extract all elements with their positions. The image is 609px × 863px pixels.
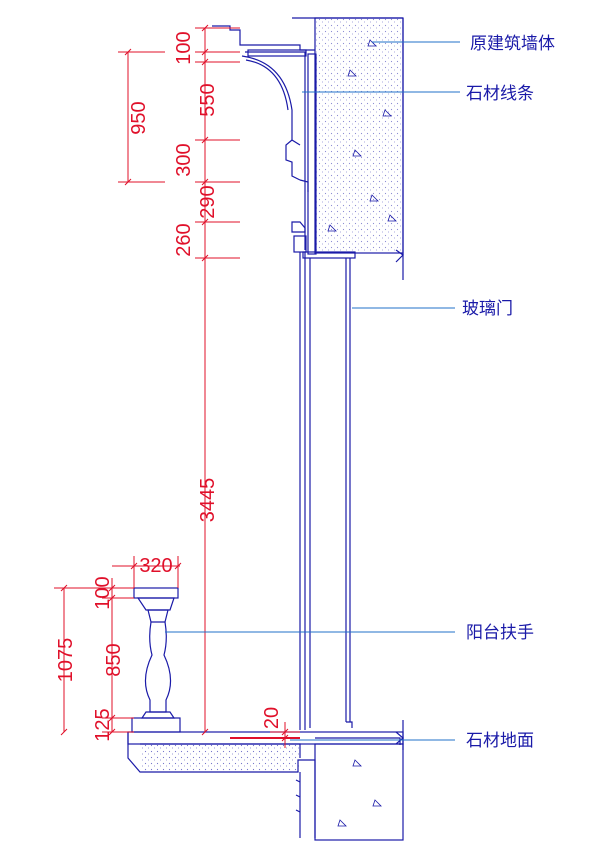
label-wall: 原建筑墙体 [470,34,555,54]
dim-100-top: 100 [173,31,195,64]
dimension-lines [54,24,300,748]
leader-lines [165,41,460,741]
dim-550: 550 [197,83,219,116]
balustrade [131,587,181,733]
dim-260: 260 [173,223,195,256]
label-glass-door: 玻璃门 [462,299,513,319]
glass-door [299,251,356,730]
dim-3445: 3445 [197,478,219,523]
label-stone-trim: 石材线条 [466,84,534,104]
stone-cornice [212,25,317,255]
floor-slab [127,720,404,841]
dim-1075: 1075 [55,638,77,683]
annotation-labels: 原建筑墙体 石材线条 玻璃门 阳台扶手 石材地面 [462,34,555,751]
dim-850: 850 [103,643,125,676]
dim-20: 20 [261,707,283,729]
dim-320: 320 [139,555,172,577]
label-stone-floor: 石材地面 [466,731,534,751]
wall-upper [292,17,404,280]
dim-950: 950 [128,101,150,134]
dimension-texts: 100 550 950 300 290 260 3445 320 100 107… [55,31,283,741]
dim-300: 300 [173,143,195,176]
label-balcony-rail: 阳台扶手 [466,623,534,643]
dim-290: 290 [197,185,219,218]
dim-125: 125 [92,708,114,741]
dim-100-rail: 100 [92,576,114,609]
